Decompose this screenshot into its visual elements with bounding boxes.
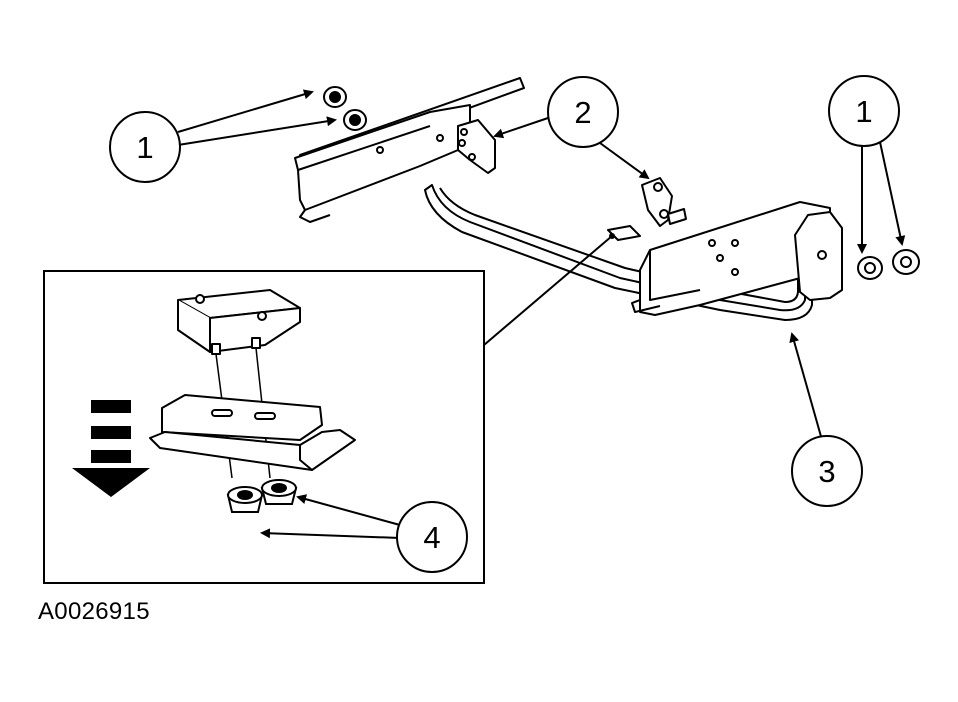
arrow-c4-2 <box>260 528 401 539</box>
frame-assembly <box>294 77 843 321</box>
callout-arrows <box>177 89 906 539</box>
left-frame-rail <box>294 104 471 223</box>
callout-2: 2 <box>547 76 619 148</box>
transmission-mount <box>641 177 687 227</box>
nut-icon <box>260 479 298 505</box>
detail-inset <box>43 233 615 584</box>
nut-icon <box>323 86 347 108</box>
arrow-c2-2 <box>599 142 650 180</box>
direction-down-icon <box>72 400 150 497</box>
right-mount-bracket <box>794 211 843 301</box>
nuts-upper-left <box>323 86 367 131</box>
insulator-nuts <box>226 479 298 513</box>
inset-leader-line <box>483 235 613 346</box>
arrow-c1b-2 <box>879 141 906 246</box>
callout-1a: 1 <box>109 111 181 183</box>
arrow-c1a-1 <box>177 89 314 133</box>
nut-icon <box>892 249 920 275</box>
arrow-c2-1 <box>493 117 549 139</box>
callout-label: 4 <box>423 520 440 555</box>
leader-dot <box>609 233 615 239</box>
arrow-c3 <box>789 332 823 441</box>
arrow-c1a-2 <box>177 116 337 146</box>
callout-label: 3 <box>818 454 835 489</box>
reference-code: A0026915 <box>38 598 150 625</box>
nut-icon <box>857 256 883 280</box>
callout-label: 1 <box>136 130 153 165</box>
callout-4: 4 <box>396 501 468 573</box>
arrow-c4-1 <box>296 494 401 526</box>
nut-icon <box>226 486 264 513</box>
callout-label: 1 <box>855 94 872 129</box>
callout-label: 2 <box>574 95 591 130</box>
upper-bracket <box>457 119 496 174</box>
callout-1b: 1 <box>828 75 900 147</box>
callout-3: 3 <box>791 435 863 507</box>
nut-icon <box>343 109 367 131</box>
right-frame-rail <box>631 201 831 316</box>
crossmember-plate <box>149 394 356 471</box>
mount-insulator <box>177 289 301 479</box>
nuts-right <box>857 249 920 280</box>
